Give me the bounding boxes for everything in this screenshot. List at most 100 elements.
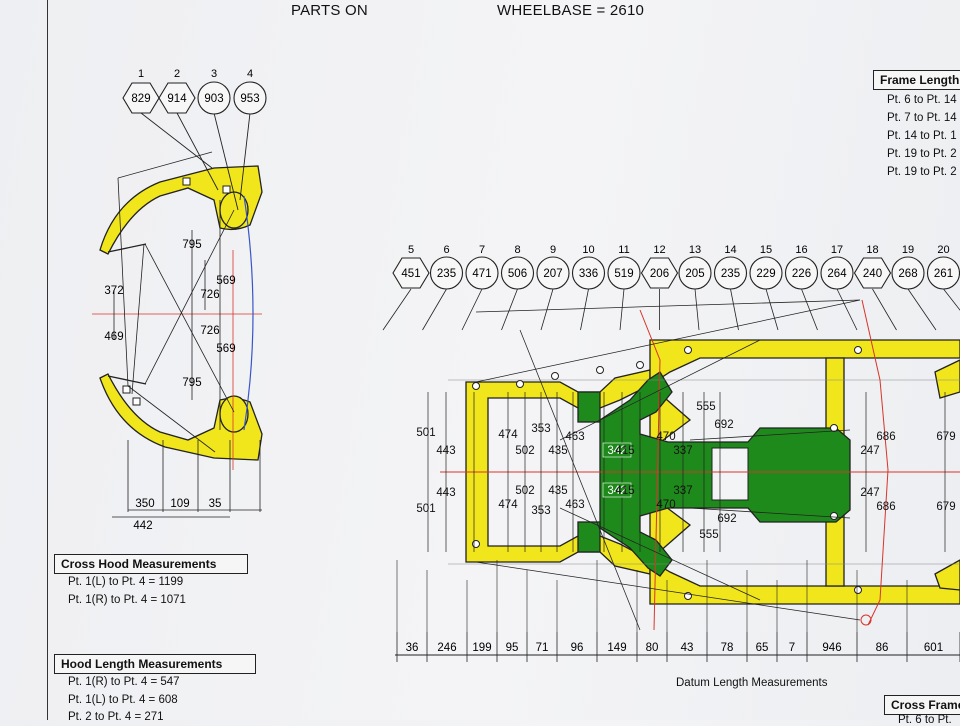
- point-number: 10: [582, 244, 594, 256]
- point-number: 9: [550, 244, 556, 256]
- leader-line: [581, 289, 589, 330]
- point-value: 226: [792, 268, 811, 280]
- point-value: 235: [437, 268, 456, 280]
- datum-value: 36: [406, 642, 419, 654]
- dimension-value: 435: [548, 485, 567, 497]
- point-number: 12: [653, 244, 665, 256]
- leader-line: [620, 289, 624, 330]
- hood-lower-tab: [108, 376, 146, 384]
- dimension-value: 415: [615, 485, 634, 497]
- dimension-value: 502: [515, 485, 534, 497]
- datum-value: 43: [681, 642, 694, 654]
- point-value: 451: [401, 268, 420, 280]
- point-value: 261: [934, 268, 953, 280]
- dimension-value: 435: [548, 445, 567, 457]
- point-number: 4: [247, 68, 253, 80]
- dimension-value: 337: [673, 445, 692, 457]
- dimension-value: 443: [436, 445, 455, 457]
- point-value: 229: [756, 268, 775, 280]
- upper-main-rail: [650, 340, 960, 385]
- dimension-value: 726: [200, 325, 219, 337]
- cross-frame-line: Pt. 6 to Pt.: [898, 714, 952, 726]
- dimension-value: 474: [498, 499, 518, 511]
- leader-line: [944, 289, 960, 330]
- point-value: 519: [614, 268, 633, 280]
- hood-upper-tab: [108, 244, 146, 252]
- leader-line: [908, 289, 936, 330]
- leader-line: [502, 289, 518, 330]
- dimension-value: 35: [209, 498, 222, 510]
- point-value: 264: [827, 268, 847, 280]
- dimension-value: 470: [656, 431, 675, 443]
- dimension-value: 474: [498, 429, 518, 441]
- crossmember-cutout: [712, 448, 748, 500]
- leader-line: [731, 289, 739, 330]
- measure-line: [476, 300, 860, 312]
- dimension-value: 470: [656, 499, 675, 511]
- frame-shapes: [100, 166, 960, 604]
- datum-value: 80: [646, 642, 659, 654]
- dimension-value: 372: [104, 285, 123, 297]
- dimension-value: 109: [170, 498, 189, 510]
- point-number: 13: [689, 244, 701, 256]
- rear-stub-lower: [935, 560, 960, 590]
- point-value: 206: [650, 268, 669, 280]
- hood-bolt: [133, 398, 140, 405]
- dimension-value: 726: [200, 289, 219, 301]
- cross-hood-title: Cross Hood Measurements: [54, 554, 248, 574]
- datum-value: 149: [607, 642, 626, 654]
- dimension-value: 469: [104, 331, 123, 343]
- datum-value: 7: [789, 642, 795, 654]
- frame-bolt: [855, 587, 862, 594]
- dimension-value: 463: [565, 499, 584, 511]
- dimension-value: 555: [696, 401, 715, 413]
- point-number: 5: [408, 244, 414, 256]
- dimension-value: 679: [936, 501, 955, 513]
- hood-bolt: [223, 186, 230, 193]
- dimension-value: 337: [673, 485, 692, 497]
- dimension-value: 353: [531, 505, 550, 517]
- dimension-value: 569: [216, 343, 235, 355]
- hood-length-title: Hood Length Measurements: [54, 654, 256, 674]
- hood-length-line: Pt. 1(L) to Pt. 4 = 608: [68, 694, 178, 706]
- point-value: 953: [240, 93, 259, 105]
- cross-hood-line: Pt. 1(L) to Pt. 4 = 1199: [68, 576, 183, 588]
- dimension-value: 555: [699, 529, 718, 541]
- dimension-value: 692: [714, 419, 733, 431]
- datum-value: 71: [536, 642, 549, 654]
- frame-bolt: [637, 362, 644, 369]
- frame-bolt: [597, 367, 604, 374]
- frame-bolt: [517, 381, 524, 388]
- hood-length-line: Pt. 2 to Pt. 4 = 271: [68, 711, 164, 723]
- frame-bolt: [831, 513, 838, 520]
- dimension-value: 501: [416, 427, 435, 439]
- green-mount-lower: [578, 522, 600, 552]
- frame-length-line: Pt. 19 to Pt. 2: [887, 148, 957, 160]
- dimension-value: 569: [216, 275, 235, 287]
- point-value: 268: [898, 268, 917, 280]
- datum-value: 96: [571, 642, 584, 654]
- measure-line: [132, 244, 144, 394]
- datum-value: 86: [876, 642, 889, 654]
- dimension-value: 502: [515, 445, 534, 457]
- frame-bolt: [831, 425, 838, 432]
- point-number: 3: [211, 68, 217, 80]
- point-number: 16: [795, 244, 807, 256]
- frame-bolt: [473, 541, 480, 548]
- leader-line: [462, 289, 482, 330]
- dimension-value: 692: [717, 513, 736, 525]
- hood-edge-curve: [244, 196, 253, 430]
- datum-value: 199: [472, 642, 491, 654]
- hood-bolt: [183, 178, 190, 185]
- dimension-value: 686: [876, 501, 895, 513]
- leader-line: [423, 289, 447, 330]
- leader-line: [695, 289, 699, 330]
- datum-value: 601: [924, 642, 943, 654]
- dimension-value: 795: [182, 377, 201, 389]
- dimension-value: 350: [135, 498, 154, 510]
- datum-value: 95: [506, 642, 519, 654]
- cross-hood-line: Pt. 1(R) to Pt. 4 = 1071: [68, 594, 186, 606]
- hinge-lower: [220, 396, 248, 432]
- point-number: 18: [866, 244, 878, 256]
